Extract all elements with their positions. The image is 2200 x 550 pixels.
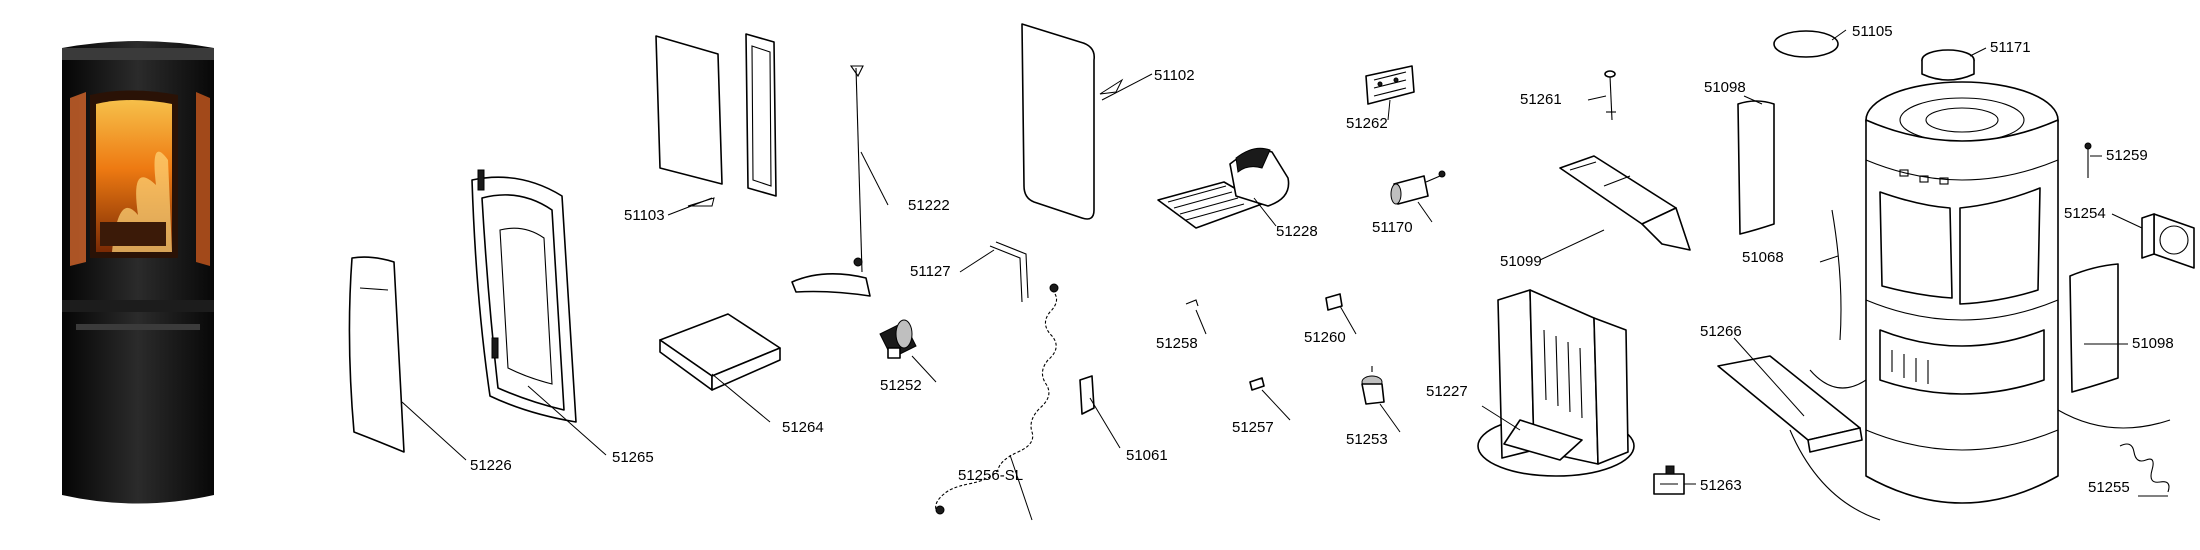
part-51098-side-panel: [2069, 263, 2128, 393]
part-51256-SL-spring: [935, 283, 1059, 521]
part-51258-clip: [1185, 299, 1207, 335]
part-51255-spring: [2119, 443, 2170, 497]
label-51253: 51253: [1346, 431, 1388, 448]
label-51260: 51260: [1304, 329, 1346, 346]
part-51099-baffle: [1539, 155, 1691, 261]
part-51228-air-block: [1157, 147, 1290, 229]
label-51226: 51226: [470, 457, 512, 474]
label-51227: 51227: [1426, 383, 1468, 400]
label-51098-side: 51098: [2132, 335, 2174, 352]
label-51171: 51171: [1990, 39, 2031, 56]
label-51105: 51105: [1852, 23, 1893, 40]
label-51257: 51257: [1232, 419, 1274, 436]
part-51170-cylinder: [1390, 170, 1446, 223]
part-51222-lever: [791, 65, 889, 297]
label-51102: 51102: [1154, 67, 1195, 84]
part-51102-glass: [1021, 23, 1153, 220]
part-labels: 51103 51222 51102 51262 51261 51105 5117…: [470, 23, 2174, 496]
part-51103-glass: [655, 33, 777, 216]
part-51263-box: [1653, 465, 1696, 495]
label-51252: 51252: [880, 377, 922, 394]
part-51260-clip: [1325, 293, 1357, 335]
label-51259: 51259: [2106, 147, 2148, 164]
part-51105-disc: [1773, 29, 1847, 58]
part-51257-clip: [1249, 377, 1291, 421]
label-51264: 51264: [782, 419, 824, 436]
part-51264-ash-tray: [659, 313, 781, 423]
stove-photo: [62, 41, 214, 504]
label-51098-top: 51098: [1704, 79, 1746, 96]
label-51061: 51061: [1126, 447, 1168, 464]
part-51171-ring: [1921, 47, 1987, 81]
part-51265-door: [471, 169, 607, 456]
label-51263: 51263: [1700, 477, 1742, 494]
part-51253-knob: [1361, 366, 1401, 433]
part-51262-plate: [1365, 65, 1415, 121]
part-51098-top-panel: [1737, 95, 1775, 235]
part-51259-screw: [2084, 142, 2102, 178]
label-51255: 51255: [2088, 479, 2130, 496]
label-51228: 51228: [1276, 223, 1318, 240]
part-51227-firebox: [1477, 289, 1635, 477]
label-51170: 51170: [1372, 219, 1413, 236]
label-51262: 51262: [1346, 115, 1388, 132]
part-51061-bracket: [1079, 375, 1121, 449]
part-51226-side-panel: [348, 256, 467, 461]
label-51265: 51265: [612, 449, 654, 466]
label-51099: 51099: [1500, 253, 1542, 270]
label-51068: 51068: [1742, 249, 1784, 266]
part-51127-rod: [959, 241, 1029, 303]
label-51222: 51222: [908, 197, 950, 214]
label-51261: 51261: [1520, 91, 1562, 108]
label-51254: 51254: [2064, 205, 2106, 222]
part-51252-knob: [879, 319, 937, 383]
part-51068-shield: [1819, 209, 1842, 341]
stove-body-exploded: [1789, 81, 2171, 521]
part-51266-plate: [1717, 337, 1863, 453]
label-51127: 51127: [910, 263, 951, 280]
label-51266: 51266: [1700, 323, 1742, 340]
label-51103: 51103: [624, 207, 665, 224]
label-51258: 51258: [1156, 335, 1198, 352]
part-51261-bolt: [1587, 70, 1616, 121]
label-51256-SL: 51256-SL: [958, 467, 1023, 484]
part-51254-fan: [2111, 213, 2195, 269]
